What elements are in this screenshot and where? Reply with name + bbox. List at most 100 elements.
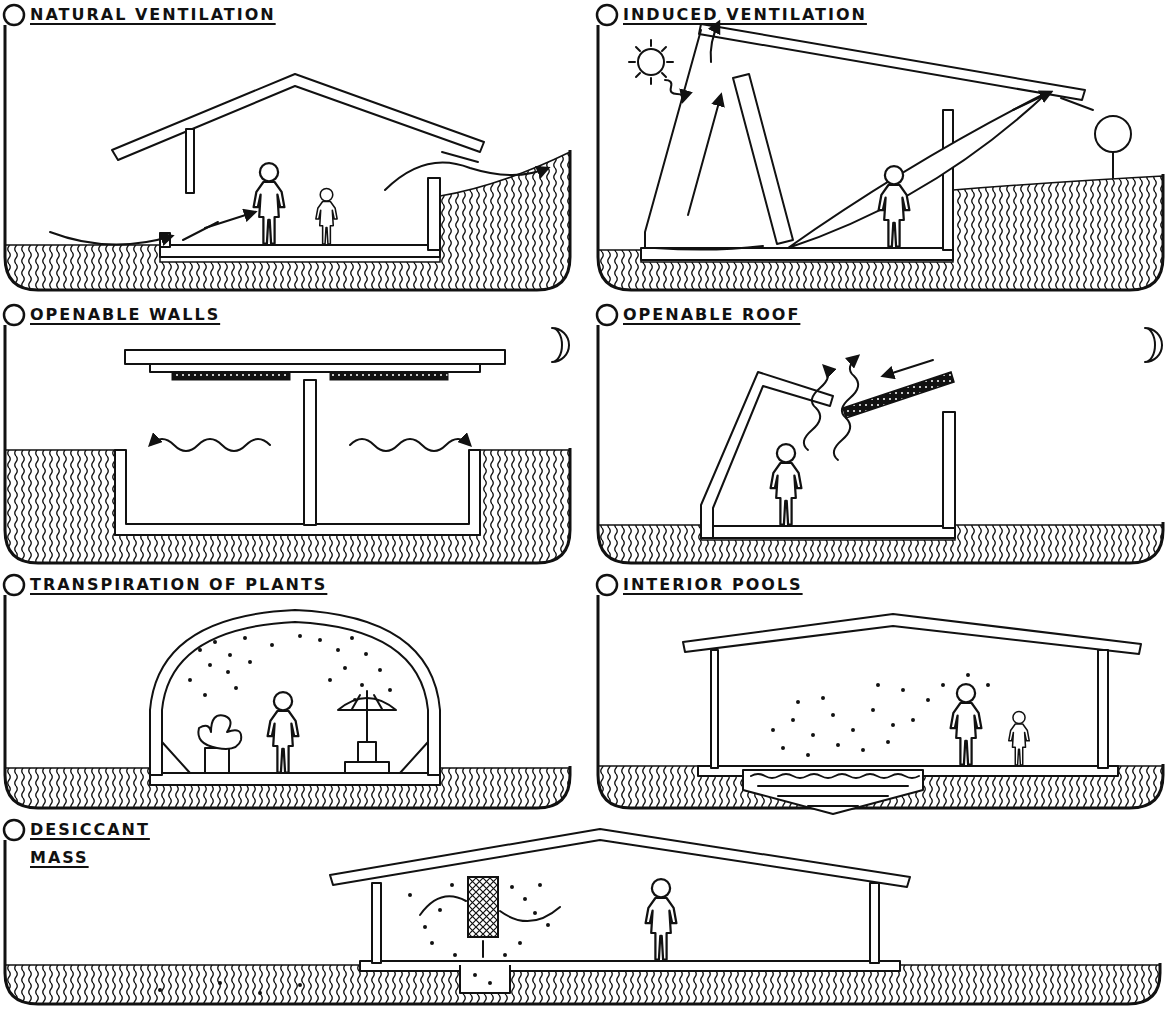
openable-walls-sketch-part bbox=[350, 439, 470, 451]
induced-ventilation-sketch-part bbox=[943, 110, 953, 250]
natural-ventilation-sketch bbox=[4, 5, 570, 290]
transpiration-sketch-part bbox=[162, 742, 190, 773]
openable-walls-sketch-part bbox=[304, 380, 316, 525]
transpiration-sketch-part bbox=[198, 715, 241, 749]
openable-walls-sketch-part bbox=[172, 372, 290, 380]
natural-ventilation-sketch-part bbox=[316, 188, 337, 244]
natural-ventilation-sketch-part bbox=[205, 212, 255, 228]
interior-pools-sketch-part bbox=[758, 786, 908, 806]
panel-title: TRANSPIRATION OF PLANTS bbox=[30, 571, 327, 599]
openable-walls-sketch bbox=[4, 305, 570, 563]
openable-roof-sketch-part bbox=[598, 325, 1163, 563]
interior-pools-sketch-part bbox=[951, 684, 982, 765]
induced-ventilation-sketch-part bbox=[1061, 98, 1093, 110]
panel: INTERIOR POOLS bbox=[593, 570, 1169, 810]
openable-roof-sketch-part bbox=[834, 356, 858, 460]
openable-roof-sketch bbox=[597, 305, 1163, 563]
openable-walls-sketch-part bbox=[552, 328, 569, 362]
transpiration-sketch-part bbox=[150, 610, 440, 775]
natural-ventilation-sketch-part bbox=[385, 162, 548, 190]
openable-walls-sketch-part bbox=[115, 450, 480, 535]
desiccant-mass-sketch-part bbox=[500, 907, 560, 921]
natural-ventilation-sketch-part bbox=[5, 25, 570, 290]
panel: OPENABLE WALLS bbox=[0, 300, 580, 565]
openable-walls-sketch-part bbox=[330, 372, 448, 380]
natural-ventilation-sketch-part bbox=[112, 74, 484, 160]
natural-ventilation-sketch-part bbox=[160, 233, 170, 247]
desiccant-mass-sketch-part bbox=[460, 965, 510, 993]
openable-roof-sketch-part bbox=[701, 526, 955, 538]
induced-ventilation-sketch-part bbox=[699, 24, 1085, 100]
openable-walls-sketch-part bbox=[150, 439, 270, 451]
natural-ventilation-sketch-part bbox=[254, 163, 285, 244]
natural-ventilation-sketch-part bbox=[160, 245, 440, 257]
desiccant-mass-sketch-part bbox=[372, 883, 381, 963]
desiccant-mass-sketch-part bbox=[330, 829, 910, 887]
transpiration-sketch-part bbox=[345, 762, 389, 773]
interior-pools-sketch bbox=[597, 575, 1163, 814]
natural-ventilation-sketch-part bbox=[428, 178, 440, 250]
induced-ventilation-sketch-part bbox=[629, 40, 673, 84]
interior-pools-sketch-part bbox=[751, 774, 919, 778]
panel-title: OPENABLE ROOF bbox=[623, 301, 800, 329]
transpiration-sketch-part bbox=[400, 742, 428, 773]
desiccant-mass-sketch-part bbox=[870, 883, 879, 963]
induced-ventilation-sketch-part bbox=[688, 95, 721, 215]
desiccant-mass-sketch-part bbox=[468, 877, 498, 937]
transpiration-sketch bbox=[4, 575, 570, 808]
panel-title: NATURAL VENTILATION bbox=[30, 1, 276, 29]
transpiration-sketch-part bbox=[5, 768, 570, 808]
panel: NATURAL VENTILATION bbox=[0, 0, 580, 292]
desiccant-mass-sketch-part bbox=[360, 961, 900, 971]
induced-ventilation-sketch-part bbox=[733, 74, 793, 244]
interior-pools-sketch-part bbox=[597, 575, 617, 595]
openable-walls-sketch-part bbox=[4, 305, 24, 325]
desiccant-mass-sketch bbox=[4, 820, 1160, 1004]
desiccant-mass-sketch-part bbox=[160, 885, 548, 993]
transpiration-sketch-part bbox=[190, 636, 390, 700]
induced-ventilation-sketch-part bbox=[879, 166, 910, 247]
openable-roof-sketch-part bbox=[943, 412, 955, 528]
transpiration-sketch-part bbox=[4, 575, 24, 595]
induced-ventilation-sketch-part bbox=[1095, 116, 1131, 152]
transpiration-sketch-part bbox=[268, 692, 299, 773]
natural-ventilation-sketch-part bbox=[442, 152, 478, 162]
natural-ventilation-sketch-part bbox=[4, 5, 24, 25]
panel-title: INTERIOR POOLS bbox=[623, 571, 803, 599]
desiccant-mass-sketch-part bbox=[420, 896, 466, 915]
openable-roof-sketch-part bbox=[771, 444, 802, 524]
induced-ventilation-sketch-part bbox=[597, 5, 617, 25]
openable-walls-sketch-part bbox=[5, 450, 570, 563]
desiccant-mass-sketch-part bbox=[4, 820, 24, 840]
openable-walls-sketch-part bbox=[5, 325, 570, 563]
desiccant-mass-sketch-part bbox=[482, 941, 484, 957]
natural-ventilation-sketch-part bbox=[50, 232, 172, 245]
transpiration-sketch-part bbox=[358, 742, 376, 762]
openable-roof-sketch-part bbox=[598, 525, 1163, 563]
panel-title: OPENABLE WALLS bbox=[30, 301, 220, 329]
interior-pools-sketch-part bbox=[1009, 711, 1030, 765]
transpiration-sketch-part bbox=[366, 710, 368, 742]
transpiration-sketch-part bbox=[352, 691, 382, 709]
natural-ventilation-sketch-part bbox=[5, 152, 570, 290]
induced-ventilation-sketch bbox=[597, 5, 1163, 290]
panel: OPENABLE ROOF bbox=[593, 300, 1169, 565]
desiccant-mass-sketch-part bbox=[646, 879, 677, 960]
openable-roof-sketch-part bbox=[843, 372, 954, 418]
panel: INDUCED VENTILATION bbox=[593, 0, 1169, 292]
openable-walls-sketch-part bbox=[125, 350, 505, 364]
induced-ventilation-sketch-part bbox=[1013, 92, 1051, 110]
induced-ventilation-sketch-part bbox=[788, 92, 1048, 248]
interior-pools-sketch-part bbox=[1098, 650, 1108, 768]
panel: TRANSPIRATION OF PLANTS bbox=[0, 570, 580, 810]
desiccant-mass-sketch-part bbox=[5, 840, 1160, 1004]
induced-ventilation-sketch-part bbox=[638, 49, 664, 75]
interior-pools-sketch-part bbox=[683, 614, 1141, 654]
transpiration-sketch-part bbox=[150, 773, 440, 785]
openable-roof-sketch-part bbox=[804, 366, 828, 450]
interior-pools-sketch-part bbox=[711, 650, 718, 768]
openable-roof-sketch-part bbox=[883, 360, 933, 376]
